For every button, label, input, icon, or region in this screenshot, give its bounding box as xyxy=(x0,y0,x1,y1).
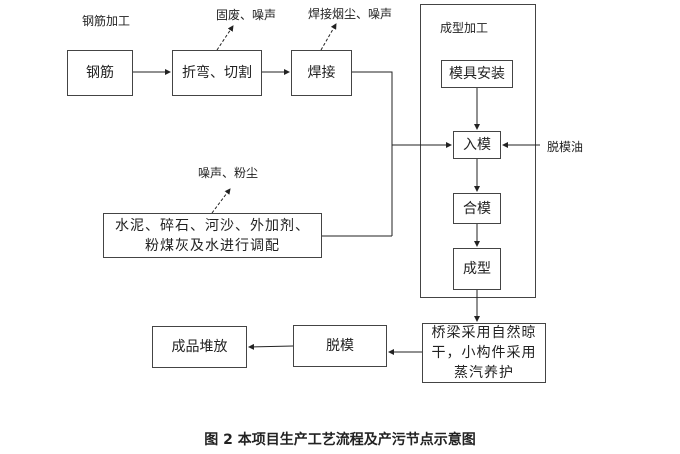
section-label-forming: 成型加工 xyxy=(440,21,489,35)
line-welding-to-join xyxy=(352,71,393,236)
node-close-mold: 合模 xyxy=(453,193,501,224)
node-forming: 成型 xyxy=(453,248,501,290)
input-label-release-oil: 脱模油 xyxy=(547,140,584,154)
emission-arrow-welding xyxy=(320,23,337,51)
node-mold-install: 模具安装 xyxy=(441,60,513,88)
node-bend-cut: 折弯、切割 xyxy=(172,50,262,96)
figure-caption: 图 2 本项目生产工艺流程及产污节点示意图 xyxy=(204,432,476,448)
emission-arrow-bendcut xyxy=(216,25,234,51)
node-demold: 脱模 xyxy=(293,325,387,367)
emission-label-bendcut: 固废、噪声 xyxy=(216,8,277,22)
node-rebar: 钢筋 xyxy=(67,50,133,96)
emission-label-mixing: 噪声、粉尘 xyxy=(198,166,259,180)
emission-label-welding: 焊接烟尘、噪声 xyxy=(308,7,393,21)
node-mixing: 水泥、碎石、河沙、外加剂、粉煤灰及水进行调配 xyxy=(103,213,322,258)
node-stacking: 成品堆放 xyxy=(152,326,247,368)
section-label-rebar: 钢筋加工 xyxy=(82,14,131,28)
node-curing: 桥梁采用自然晾干，小构件采用蒸汽养护 xyxy=(422,323,546,383)
emission-arrow-mixing xyxy=(211,188,231,214)
forming-group-frame xyxy=(420,4,536,298)
node-welding: 焊接 xyxy=(291,50,352,96)
arrow-demold-to-stacking xyxy=(248,343,294,350)
node-into-mold: 入模 xyxy=(453,131,501,159)
